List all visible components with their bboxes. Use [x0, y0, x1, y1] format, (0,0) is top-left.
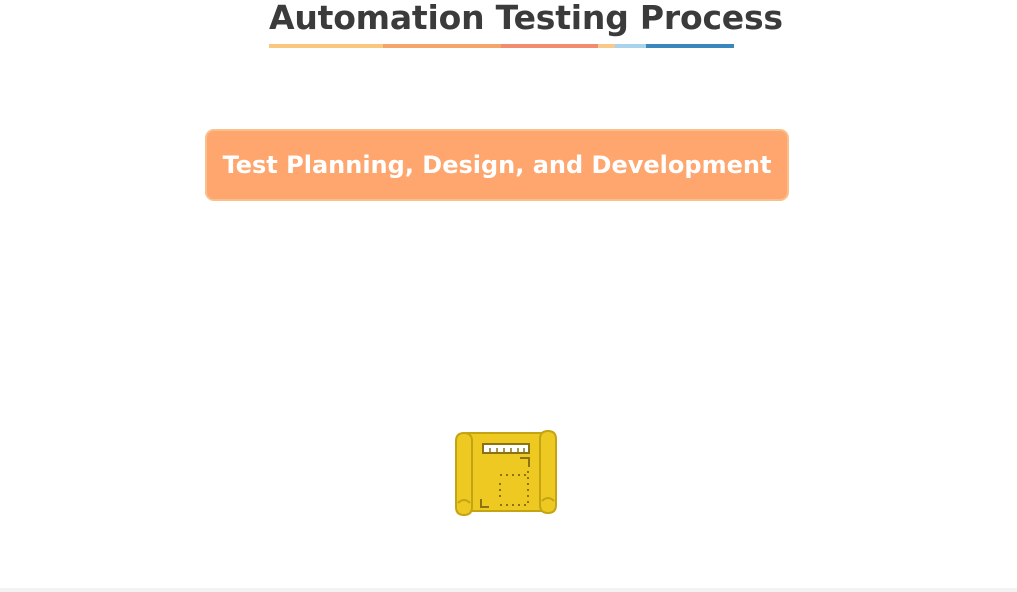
underline-segment [615, 44, 646, 48]
blueprint-right-roll [539, 429, 557, 515]
title-block: Automation Testing Process [269, 0, 783, 50]
blueprint-corner [520, 457, 530, 467]
blueprint-icon [455, 429, 557, 517]
blueprint-ruler [482, 443, 530, 454]
page-title: Automation Testing Process [269, 0, 783, 37]
title-underline [269, 44, 734, 48]
underline-segment [598, 44, 615, 48]
blueprint-left-roll-curl [457, 499, 471, 504]
underline-segment [501, 44, 598, 48]
underline-segment [646, 44, 734, 48]
underline-segment [269, 44, 383, 48]
blueprint-left-roll [455, 431, 473, 517]
blueprint-right-roll-curl [541, 497, 555, 502]
bottom-bar [0, 588, 1017, 592]
blueprint-corner [480, 499, 489, 508]
stage-button-label: Test Planning, Design, and Development [222, 151, 772, 179]
underline-segment [383, 44, 501, 48]
stage-button-test-planning[interactable]: Test Planning, Design, and Development [205, 129, 789, 201]
